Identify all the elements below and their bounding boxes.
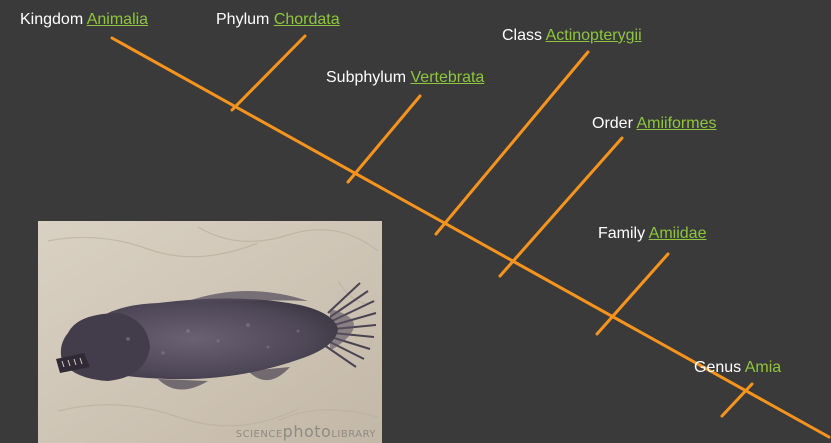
rank-label: Kingdom bbox=[20, 11, 83, 28]
branch-order bbox=[500, 138, 622, 276]
node-family: Family Amiidae bbox=[598, 224, 706, 244]
fossil-fish-image: SCIENCEphotoLIBRARY bbox=[38, 221, 382, 443]
taxon-amia: Amia bbox=[745, 359, 781, 376]
taxon-link-amiiformes[interactable]: Amiiformes bbox=[636, 115, 716, 132]
rank-label: Subphylum bbox=[326, 69, 406, 86]
branch-family bbox=[597, 254, 668, 334]
node-phylum: Phylum Chordata bbox=[216, 10, 340, 30]
branch-phylum bbox=[232, 36, 305, 110]
branch-genus bbox=[722, 384, 752, 416]
watermark: SCIENCEphotoLIBRARY bbox=[236, 422, 376, 441]
taxon-link-chordata[interactable]: Chordata bbox=[274, 11, 340, 28]
node-class: Class Actinopterygii bbox=[502, 26, 642, 46]
node-subphylum: Subphylum Vertebrata bbox=[326, 68, 484, 88]
rank-label: Genus bbox=[694, 359, 741, 376]
node-genus: Genus Amia bbox=[694, 358, 781, 378]
taxon-link-amiidae[interactable]: Amiidae bbox=[649, 225, 707, 242]
fossil-fish-icon bbox=[38, 221, 382, 443]
node-order: Order Amiiformes bbox=[592, 114, 716, 134]
rank-label: Order bbox=[592, 115, 633, 132]
branch-subphylum bbox=[348, 96, 420, 182]
rank-label: Family bbox=[598, 225, 645, 242]
taxon-link-actinopterygii[interactable]: Actinopterygii bbox=[546, 27, 642, 44]
rank-label: Class bbox=[502, 27, 542, 44]
rank-label: Phylum bbox=[216, 11, 269, 28]
taxon-link-animalia[interactable]: Animalia bbox=[87, 11, 148, 28]
node-kingdom: Kingdom Animalia bbox=[20, 10, 148, 30]
taxon-link-vertebrata[interactable]: Vertebrata bbox=[411, 69, 485, 86]
